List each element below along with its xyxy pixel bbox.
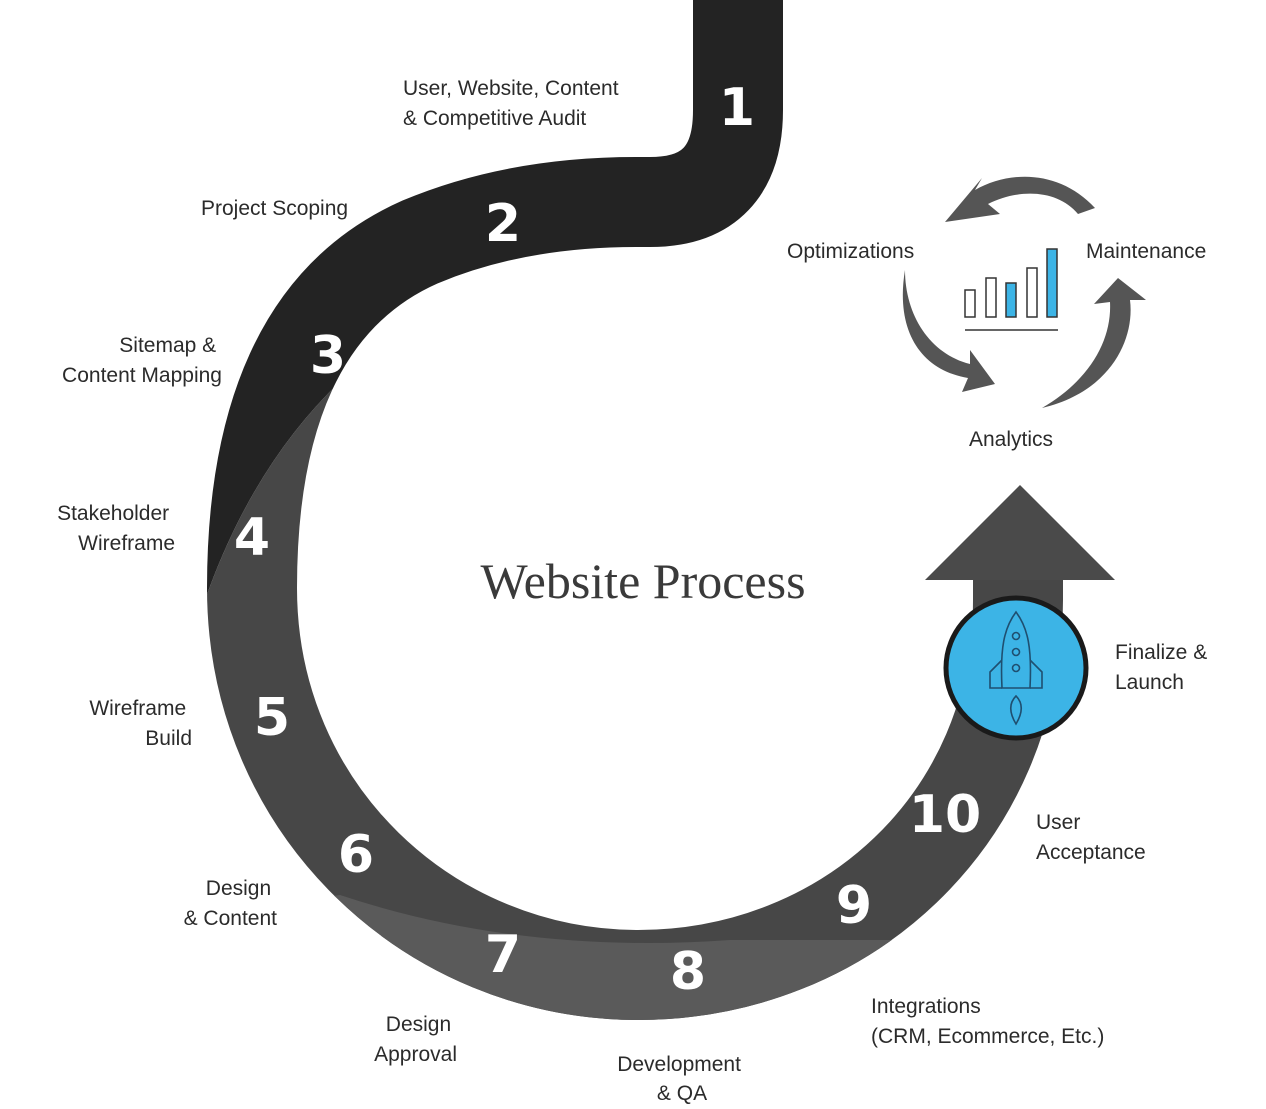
step-number-1: 1 [719,78,755,138]
step-number-4: 4 [234,508,270,568]
step-label-9: Integrations (CRM, Ecommerce, Etc.) [871,995,1104,1048]
step-label-6: Design & Content [184,877,278,930]
cycle-label-maintenance: Maintenance [1086,240,1206,263]
step-label-2: Project Scoping [201,197,348,220]
rocket-icon [989,610,1043,726]
launch-label: Finalize & Launch [1115,641,1213,694]
bar-chart-icon [964,248,1058,331]
step-number-3: 3 [310,326,346,386]
cycle-arrow-right [1042,278,1146,408]
step-number-7: 7 [485,925,521,985]
cycle-arrows [902,176,1146,408]
step-label-8: Development & QA [617,1053,747,1105]
cycle-label-optimizations: Optimizations [787,240,914,263]
process-path-mid [206,262,1063,1021]
launch-badge [943,595,1089,741]
process-arrow-head [925,485,1115,580]
diagram-title: Website Process [480,553,805,609]
step-label-4: Stakeholder Wireframe [57,502,175,555]
cycle-arrow-left [902,270,995,392]
cycle-arrow-top [945,176,1095,222]
step-label-10: User Acceptance [1036,811,1146,864]
step-label-1: User, Website, Content & Competitive Aud… [403,77,624,130]
step-number-2: 2 [485,194,521,254]
step-number-10: 10 [909,785,981,845]
step-number-9: 9 [836,876,872,936]
step-label-3: Sitemap & Content Mapping [62,334,222,387]
step-label-7: Design Approval [374,1013,457,1066]
step-number-5: 5 [254,688,290,748]
step-number-6: 6 [338,825,374,885]
cycle-label-analytics: Analytics [969,428,1053,451]
step-label-5: Wireframe Build [89,697,192,750]
step-number-8: 8 [670,942,706,1002]
